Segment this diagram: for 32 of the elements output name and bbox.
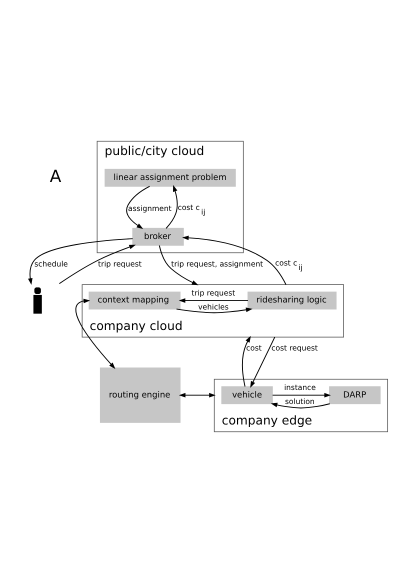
arrow (178, 392, 216, 398)
node-box: context mapping (88, 292, 181, 310)
edge-label: assignment (128, 204, 172, 213)
edge-label: vehicles (198, 302, 229, 312)
edge-label: cost (246, 344, 262, 353)
edge-label: solution (285, 397, 315, 406)
arrow (250, 336, 276, 388)
arrow (182, 236, 286, 286)
arrow (242, 336, 251, 387)
edge-label: trip request, assignment (171, 259, 264, 268)
arrow (58, 244, 136, 284)
edge-label: instance (284, 382, 316, 392)
node-box: ridesharing logic (248, 292, 337, 310)
node-box: broker (132, 228, 184, 246)
arrow (176, 308, 253, 314)
arrow (178, 298, 248, 303)
arrow (75, 298, 116, 369)
edge-label: cost request (271, 344, 318, 353)
arrow (158, 245, 198, 286)
arrow (166, 185, 178, 229)
edge-label: trip request (192, 288, 236, 298)
arrow (272, 392, 331, 398)
edge-label: schedule (34, 259, 68, 268)
node-box: routing engine (100, 368, 181, 423)
arrow (270, 402, 330, 408)
node-box: DARP (329, 386, 381, 404)
arrow (28, 238, 134, 285)
label: A (50, 166, 62, 186)
edge-label: trip request (98, 259, 142, 268)
node-box: linear assignment problem (104, 168, 236, 187)
arrow (126, 186, 150, 229)
node-box: vehicle (221, 386, 273, 404)
